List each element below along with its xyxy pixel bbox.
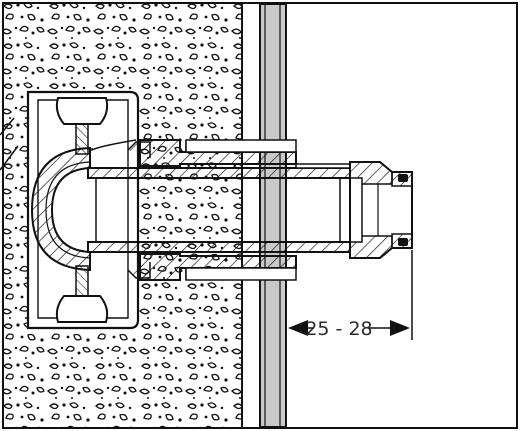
tile-layer	[259, 3, 287, 428]
mounting-box	[26, 90, 151, 330]
o-ring-seal-bottom	[398, 238, 408, 246]
dimension-label: 25 - 28	[305, 318, 372, 340]
end-fitting	[295, 161, 413, 259]
leader-line-1	[0, 117, 15, 136]
leader-line-2	[0, 145, 19, 171]
threaded-connector	[139, 139, 297, 281]
dimension-arrow	[288, 320, 410, 336]
o-ring-seal-top	[398, 174, 408, 182]
